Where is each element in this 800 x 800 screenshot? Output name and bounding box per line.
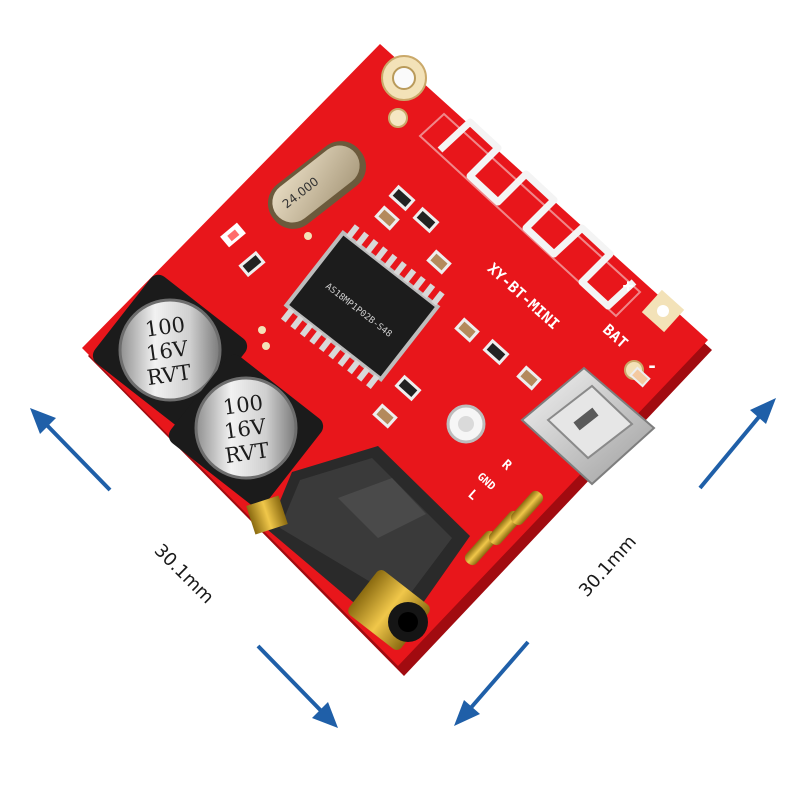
arrow-down-right-icon	[312, 702, 338, 728]
smd-components	[220, 184, 651, 429]
smd-resistor	[412, 206, 440, 234]
via	[304, 232, 312, 240]
antenna-pad	[418, 112, 642, 318]
smd-led	[220, 222, 246, 248]
dimension-right-label: 30.1mm	[575, 531, 641, 601]
pad-r	[510, 490, 544, 526]
dimension-left-label: 30.1mm	[150, 540, 218, 608]
smd-resistor	[482, 338, 510, 366]
capacitor-2-line-1: 100	[222, 390, 265, 419]
via	[262, 342, 270, 350]
capacitor-1-line-1: 100	[144, 312, 187, 341]
smd-capacitor	[426, 249, 452, 275]
via	[258, 326, 266, 334]
dimension-left-line-bottom	[256, 644, 332, 722]
smd-resistor	[394, 374, 422, 402]
smd-led	[629, 366, 651, 388]
bat-pad-plus	[641, 289, 685, 333]
micro-usb-port	[520, 366, 656, 486]
dimension-right-line-bottom	[460, 640, 530, 720]
capacitor-1-line-2: 16V	[145, 336, 191, 366]
arrow-down-left-icon	[454, 700, 480, 726]
smd-resistor	[238, 250, 266, 278]
pcb-board: XY-BT-MINI BAT + - 24.000	[82, 44, 712, 676]
arrow-up-right-icon	[750, 398, 776, 424]
capacitor-2: 100 16V RVT	[168, 354, 324, 508]
bat-plus-label: +	[623, 276, 634, 297]
smd-capacitor	[374, 205, 400, 231]
antenna-trace	[437, 118, 637, 310]
bluetooth-chip: AS18MP1P02B-S48	[280, 224, 445, 389]
smd-capacitor	[372, 403, 398, 429]
dimension-left-line-top	[36, 414, 112, 492]
dimension-right-line-top	[698, 404, 770, 490]
bat-minus-label: -	[647, 356, 658, 377]
mount-hole-small	[388, 108, 408, 128]
smd-resistor	[388, 184, 416, 212]
mount-hole-center	[446, 404, 486, 444]
crystal-oscillator: 24.000	[267, 141, 367, 229]
capacitor-2-line-2: 16V	[223, 414, 269, 444]
mount-hole-top	[381, 55, 427, 101]
smd-capacitor	[454, 317, 480, 343]
audio-jack	[246, 446, 470, 650]
pad-l	[464, 530, 498, 566]
smd-capacitor	[516, 365, 542, 391]
arrow-up-left-icon	[30, 408, 56, 434]
